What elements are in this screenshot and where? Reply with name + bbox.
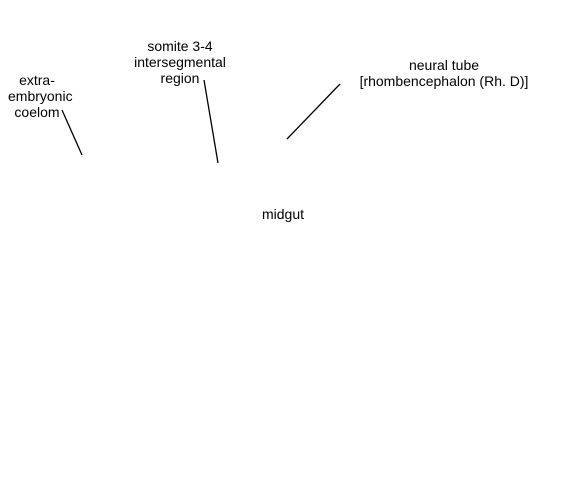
label-midgut: midgut <box>250 206 316 222</box>
label-line: coelom <box>14 104 60 120</box>
label-line: midgut <box>261 206 305 222</box>
leader-line-somite-intersegmental <box>203 79 219 164</box>
label-line: intersegmental <box>134 54 226 70</box>
label-line: embryonic <box>8 88 73 104</box>
label-extra-embryonic-coelom: extra- embryonic coelom <box>8 72 73 120</box>
label-neural-tube: neural tube [rhombencephalon (Rh. D)] <box>338 57 550 89</box>
label-line: extra- <box>19 72 55 88</box>
label-line: neural tube <box>408 57 480 73</box>
label-line: somite 3-4 <box>147 38 213 54</box>
label-line: [rhombencephalon (Rh. D)] <box>359 73 529 89</box>
label-somite-intersegmental-region: somite 3-4 intersegmental region <box>124 38 236 86</box>
label-line: region <box>160 70 200 86</box>
leader-line-extra-embryonic-coelom <box>61 109 83 156</box>
leader-line-neural-tube <box>286 83 341 140</box>
